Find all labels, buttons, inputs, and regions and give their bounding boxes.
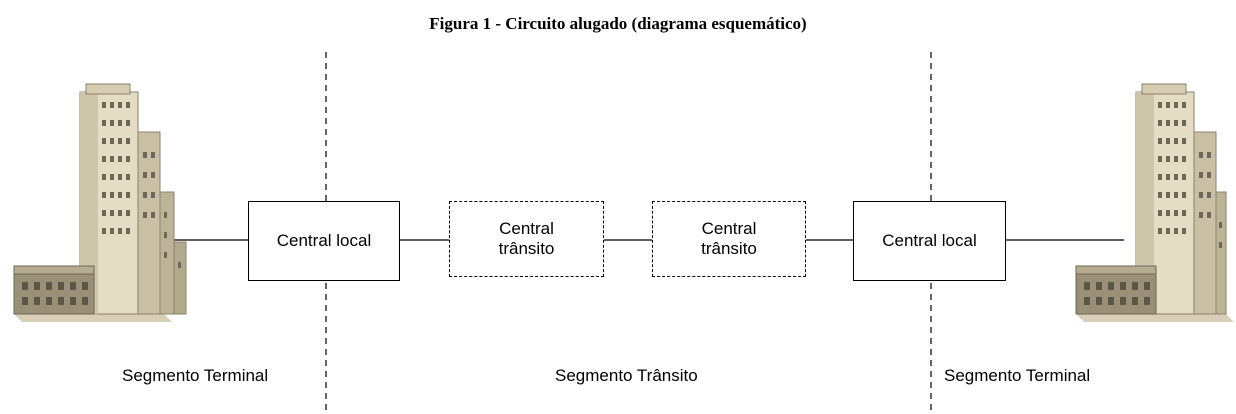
segment-terminal-right-label: Segmento Terminal xyxy=(944,366,1091,385)
segment-terminal-left-label: Segmento Terminal xyxy=(122,366,269,385)
central-transito-2-label: Central trânsito xyxy=(701,219,757,258)
office-building-icon xyxy=(13,83,187,322)
central-local-left: Central local xyxy=(248,201,400,281)
central-local-right: Central local xyxy=(853,201,1006,281)
segment-transito-label: Segmento Trânsito xyxy=(555,366,698,385)
central-transito-2: Central trânsito xyxy=(652,201,806,277)
figure-title: Figura 1 - Circuito alugado (diagrama es… xyxy=(429,14,807,33)
central-transito-1-label: Central trânsito xyxy=(498,219,555,258)
central-transito-1: Central trânsito xyxy=(449,201,604,277)
office-building-icon xyxy=(1075,83,1234,322)
